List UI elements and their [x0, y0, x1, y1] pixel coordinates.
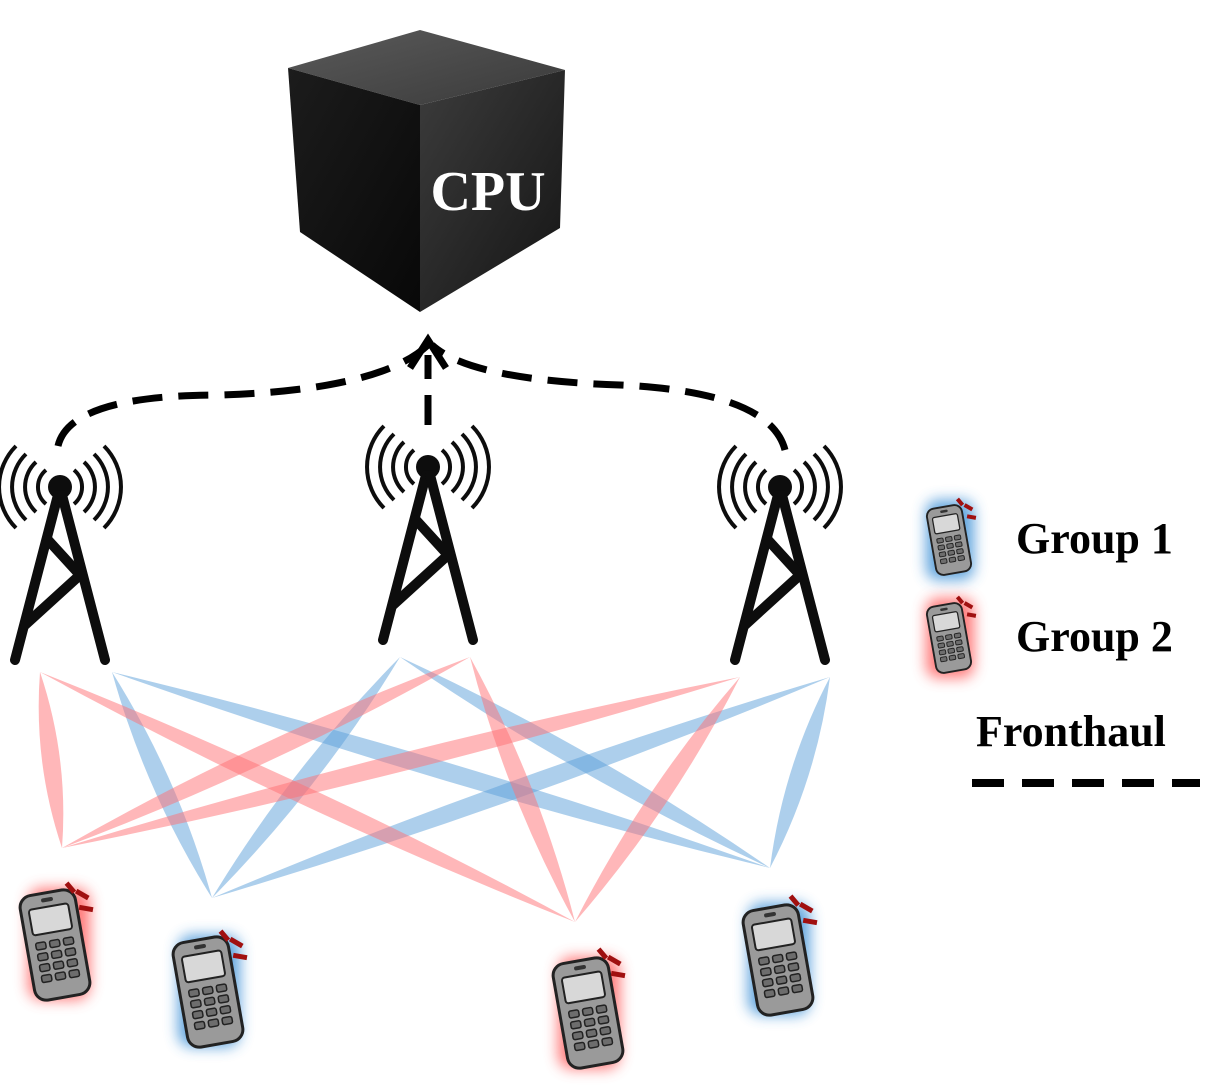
ring-signal-icon [64, 881, 94, 913]
cube-right-face [420, 70, 565, 312]
group1-beam [112, 672, 212, 898]
group1-beam [770, 677, 830, 868]
access-point-right [717, 444, 843, 665]
fronthaul-arrowhead [407, 333, 449, 370]
group1-beam [112, 672, 770, 868]
ring-signal-icon [596, 947, 626, 979]
legend: Group 1 Group 2 Fronthaul [924, 497, 1200, 787]
group2-beam [575, 677, 740, 922]
ring-signal-icon [955, 497, 977, 520]
fronthaul-link-right [429, 342, 789, 452]
cpu-cube: CPU [288, 30, 565, 312]
user-phone-3 [549, 947, 627, 1072]
fronthaul-link-left [54, 342, 431, 448]
signal-waves-icon [0, 444, 123, 530]
tower-frame [378, 470, 478, 645]
beams [38, 657, 830, 922]
tower-frame [730, 490, 830, 665]
group2-beam [62, 657, 470, 848]
group2-beam [40, 672, 575, 922]
legend-group2-label: Group 2 [1016, 612, 1173, 661]
legend-group2: Group 2 [924, 595, 1173, 678]
arrow-head [407, 333, 449, 370]
legend-fronthaul: Fronthaul [972, 707, 1200, 787]
signal-waves-icon [717, 444, 843, 530]
user-phone-1 [16, 881, 94, 1004]
ring-signal-icon [788, 894, 818, 926]
ring-signal-icon [955, 595, 977, 618]
legend-fronthaul-label: Fronthaul [976, 707, 1166, 756]
signal-waves-icon [365, 424, 491, 510]
user-phone-2 [169, 929, 248, 1051]
group2-beams [38, 657, 740, 922]
cube-left-face [288, 68, 420, 312]
fronthaul-links [54, 342, 789, 452]
cube-top-face [288, 30, 565, 105]
access-point-center [365, 424, 491, 645]
group2-beam [38, 672, 64, 848]
legend-group1: Group 1 [924, 497, 1173, 580]
legend-group1-label: Group 1 [1016, 514, 1173, 563]
cpu-label: CPU [430, 161, 545, 223]
group2-beam [470, 657, 575, 922]
user-phone-4 [739, 894, 818, 1019]
group2-beam [62, 677, 740, 848]
ring-signal-icon [218, 929, 248, 961]
access-point-left [0, 444, 123, 665]
tower-frame [10, 490, 110, 665]
